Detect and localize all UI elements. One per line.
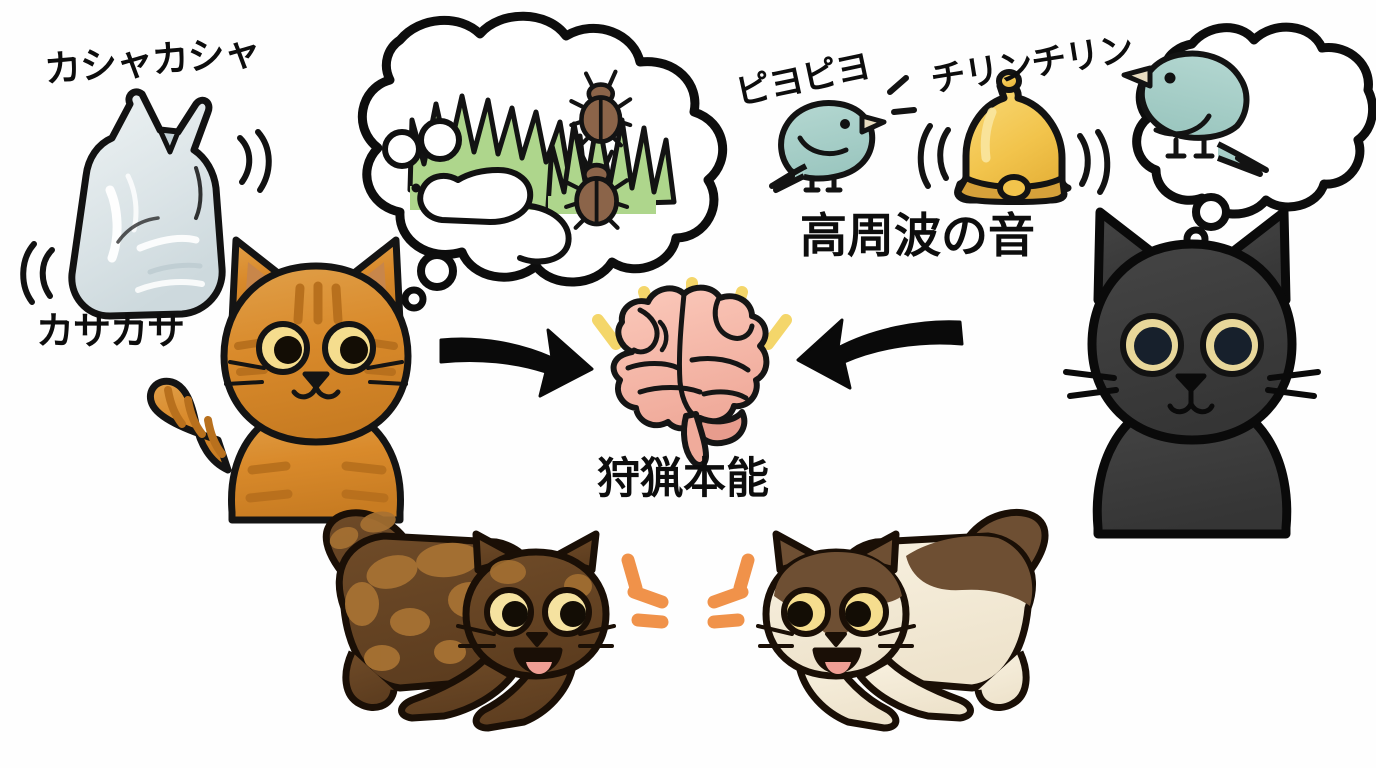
orange-tabby-cat bbox=[147, 236, 412, 524]
beetle-lower bbox=[564, 149, 630, 230]
label-high-frequency-sound: 高周波の音 bbox=[800, 209, 1035, 264]
dark-brown-tortie-cat bbox=[322, 509, 616, 732]
thought-bubble-bird bbox=[1121, 22, 1376, 252]
mouse bbox=[382, 118, 572, 265]
excitement-sparkles bbox=[621, 553, 755, 629]
brain-icon bbox=[592, 277, 792, 468]
chirp-lines bbox=[887, 75, 917, 115]
label-plastic-bag-bottom: カサカサ bbox=[36, 309, 185, 353]
arrow-right-to-brain bbox=[796, 318, 964, 390]
brown-cream-bicolor-cat bbox=[756, 508, 1049, 732]
thought-bubble-prey bbox=[357, 11, 728, 312]
bell-icon bbox=[917, 69, 1111, 205]
motion-lines-bag bbox=[20, 129, 272, 305]
beetle-upper bbox=[569, 69, 633, 148]
label-hunting-instinct: 狩猟本能 bbox=[597, 454, 769, 504]
bell-ring-lines bbox=[917, 123, 1111, 195]
black-cat bbox=[1063, 207, 1321, 539]
plastic-bag-icon bbox=[20, 88, 272, 320]
arrow-left-to-brain bbox=[439, 328, 594, 398]
bird-icon bbox=[769, 75, 917, 193]
